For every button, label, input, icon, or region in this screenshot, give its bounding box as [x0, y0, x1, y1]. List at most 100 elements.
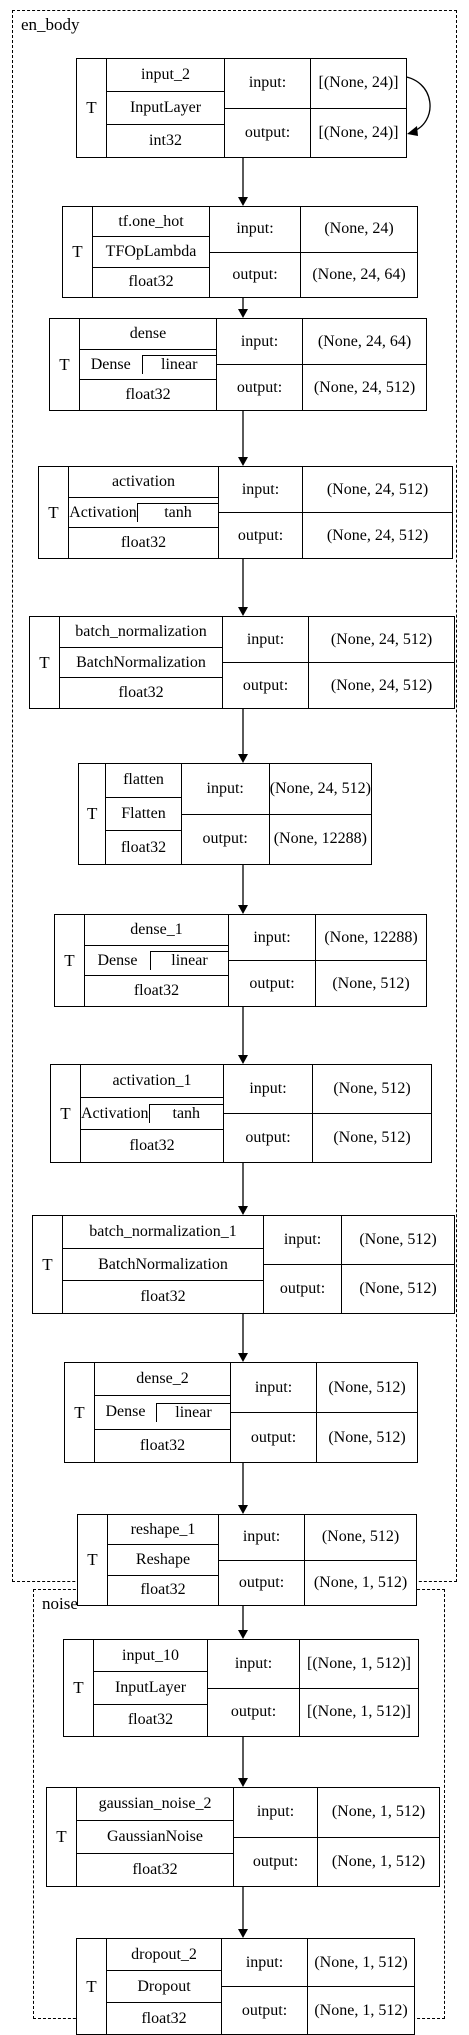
layer-name: dense_1	[130, 920, 183, 938]
output-row: output:(None, 24, 64)	[210, 251, 417, 297]
output-shape: (None, 512)	[332, 974, 410, 992]
input-row: input:(None, 24, 512)	[182, 764, 371, 814]
input-label: input:	[223, 617, 309, 662]
layer-dtype: int32	[107, 124, 224, 157]
io-shapes: input: (None, 512) output:(None, 512)	[264, 1216, 454, 1313]
input-shape: (None, 24, 512)	[269, 779, 371, 797]
layer-dtype: float32	[108, 1574, 218, 1605]
input-label: input:	[182, 764, 270, 814]
output-shape: (None, 24, 512)	[326, 526, 429, 544]
output-label: output:	[225, 108, 311, 157]
tensor-badge: T	[55, 915, 85, 1006]
layer-class: Dense	[105, 1403, 146, 1421]
input-row: input: (None, 24, 512)	[223, 617, 454, 662]
tensor-badge: T	[33, 1216, 63, 1313]
output-row: output:(None, 1, 512)	[222, 1986, 414, 2034]
output-label: output:	[182, 814, 270, 864]
layer-name: dense	[129, 324, 167, 342]
io-shapes: input:(None, 24, 512)output: (None, 24, 5…	[219, 467, 452, 558]
layer-dtype: float32	[107, 2002, 221, 2034]
layer-activation: tanh	[148, 1104, 223, 1123]
input-shape: (None, 512)	[359, 1231, 437, 1248]
layer-class: Activation	[69, 503, 137, 521]
layer-dtype: float32	[80, 379, 216, 410]
output-row: output: [(None, 24)]	[225, 107, 406, 157]
output-row: output:(None, 512)	[264, 1264, 454, 1313]
layer-dtype: float32	[69, 527, 218, 558]
output-label: output:	[224, 1114, 313, 1162]
layer-class: GaussianNoise	[77, 1820, 233, 1853]
input-shape: (None, 24, 512)	[330, 630, 433, 648]
output-shape: (None, 12288)	[273, 830, 367, 848]
cluster-label: en_body	[21, 15, 80, 34]
input-row: input:(None, 24, 512)	[219, 467, 452, 512]
input-shape: (None, 24, 512)	[326, 480, 429, 498]
input-label: input:	[210, 207, 301, 252]
io-shapes: input:(None, 512)output:(None, 512)	[231, 1363, 417, 1462]
layer-name: activation_1	[112, 1071, 192, 1089]
input-row: input:(None, 512)	[224, 1065, 431, 1113]
input-shape: (None, 512)	[328, 1378, 406, 1396]
output-label: output:	[234, 1837, 318, 1886]
input-label: input:	[231, 1363, 317, 1412]
input-label: input:	[219, 1515, 305, 1560]
output-label: output:	[264, 1265, 342, 1313]
io-shapes: input:(None, 24)output:(None, 24, 64)	[210, 207, 417, 297]
input-label: input:	[264, 1216, 342, 1264]
input-shape: (None, 512)	[333, 1080, 411, 1097]
layer-name: batch_normalization_1	[89, 1222, 237, 1240]
input-row: input:(None, 24)	[210, 207, 417, 252]
output-shape: [(None, 1, 512)]	[307, 1703, 411, 1721]
layer-dtype: float32	[94, 1703, 207, 1736]
input-row: input:(None, 1, 512)	[222, 1939, 414, 1986]
io-shapes: input:(None, 1, 512)output:(None, 1, 512…	[234, 1788, 439, 1886]
tensor-badge: T	[51, 1065, 81, 1162]
io-shapes: input:(None, 512)output: (None, 512)	[224, 1065, 431, 1162]
input-shape: (None, 24, 64)	[317, 332, 412, 350]
layer-name: dropout_2	[131, 1945, 197, 1963]
output-label: output:	[219, 1560, 305, 1605]
output-label: output:	[219, 513, 303, 558]
input-label: input:	[234, 1788, 318, 1837]
output-shape: (None, 24, 512)	[313, 378, 416, 396]
output-shape: [(None, 24)]	[318, 123, 399, 141]
input-shape: (None, 512)	[321, 1528, 400, 1546]
output-label: output:	[223, 663, 309, 708]
io-shapes: input:(None, 24, 64)output:(None, 24, 51…	[217, 319, 426, 410]
layer-activation: linear	[141, 355, 216, 374]
output-shape: (None, 1, 512)	[331, 1852, 426, 1870]
layer-name: tf.one_hot	[118, 212, 184, 230]
tensor-badge: T	[50, 319, 80, 410]
output-label: output:	[210, 252, 301, 297]
output-row: output:(None, 24, 512)	[223, 662, 454, 708]
input-row: input:(None, 24, 64)	[217, 319, 426, 364]
output-row: output:[(None, 1, 512)]	[208, 1687, 418, 1736]
input-row: input:[(None, 1, 512)]	[208, 1640, 418, 1688]
